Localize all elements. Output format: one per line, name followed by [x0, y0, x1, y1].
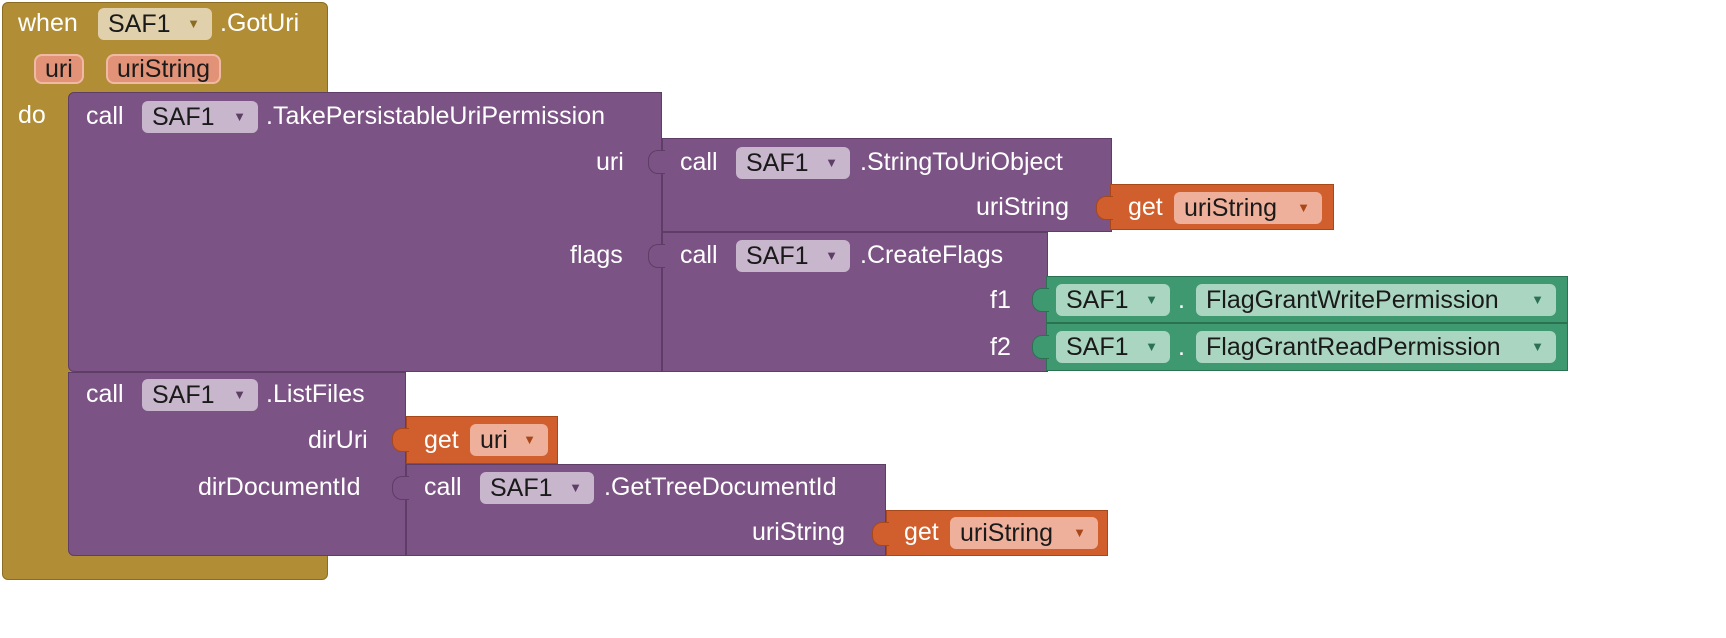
- call-label: call: [86, 102, 124, 130]
- call-label: call: [680, 241, 718, 269]
- variable-label: uri: [480, 426, 508, 454]
- component-label: SAF1: [1066, 333, 1129, 361]
- get-uristring-plug: [1096, 196, 1113, 220]
- uristring-socket-label: uriString: [752, 518, 846, 546]
- param-uristring[interactable]: uriString: [106, 54, 222, 84]
- component-label: SAF1: [152, 103, 215, 131]
- get-uri-plug: [392, 428, 409, 452]
- flag-label: FlagGrantWritePermission: [1206, 286, 1499, 314]
- chevron-down-icon: ▼: [569, 480, 582, 495]
- chevron-down-icon: ▼: [1297, 200, 1310, 215]
- f1-socket-label: f1: [990, 286, 1011, 314]
- get-uristring-dropdown[interactable]: uriString ▼: [1174, 192, 1322, 224]
- chevron-down-icon: ▼: [523, 432, 536, 447]
- component-label: SAF1: [746, 242, 809, 270]
- enum-plug: [1032, 288, 1049, 312]
- list-files-component-dropdown[interactable]: SAF1 ▼: [142, 379, 258, 411]
- method-name: .GetTreeDocumentId: [604, 473, 837, 501]
- f2-flag-dropdown[interactable]: FlagGrantReadPermission ▼: [1196, 331, 1556, 363]
- chevron-down-icon: ▼: [1073, 525, 1086, 540]
- component-label: SAF1: [152, 381, 215, 409]
- chevron-down-icon: ▼: [825, 248, 838, 263]
- chevron-down-icon: ▼: [825, 155, 838, 170]
- chevron-down-icon: ▼: [187, 16, 200, 31]
- component-label: SAF1: [1066, 286, 1129, 314]
- component-label: SAF1: [490, 474, 553, 502]
- dot-separator: .: [1178, 286, 1185, 314]
- when-label: when: [18, 9, 78, 37]
- do-label: do: [18, 101, 46, 129]
- chevron-down-icon: ▼: [1145, 292, 1158, 307]
- get-label: get: [424, 426, 459, 454]
- method-name: .StringToUriObject: [860, 148, 1063, 176]
- flags-socket-label: flags: [570, 241, 623, 269]
- take-permission-component-dropdown[interactable]: SAF1 ▼: [142, 101, 258, 133]
- variable-label: uriString: [1184, 194, 1278, 222]
- dot-separator: .: [1178, 333, 1185, 361]
- get-tree-plug: [392, 476, 409, 500]
- event-component-dropdown[interactable]: SAF1 ▼: [98, 8, 212, 40]
- get-uri-dropdown[interactable]: uri ▼: [470, 424, 548, 456]
- string-to-uri-plug: [648, 150, 665, 174]
- dir-document-id-socket-label: dirDocumentId: [198, 473, 361, 501]
- f1-component-dropdown[interactable]: SAF1 ▼: [1056, 284, 1170, 316]
- create-flags-component-dropdown[interactable]: SAF1 ▼: [736, 240, 850, 272]
- flag-label: FlagGrantReadPermission: [1206, 333, 1501, 361]
- call-label: call: [86, 380, 124, 408]
- create-flags-plug: [648, 244, 665, 268]
- get-label: get: [904, 518, 939, 546]
- component-label: SAF1: [746, 149, 809, 177]
- dir-uri-socket-label: dirUri: [308, 426, 368, 454]
- f2-component-dropdown[interactable]: SAF1 ▼: [1056, 331, 1170, 363]
- method-name: .CreateFlags: [860, 241, 1004, 269]
- event-name: .GotUri: [220, 9, 300, 37]
- chevron-down-icon: ▼: [1531, 339, 1544, 354]
- get-uristring-dropdown[interactable]: uriString ▼: [950, 517, 1098, 549]
- take-persistable-uri-permission-block[interactable]: [68, 92, 662, 372]
- chevron-down-icon: ▼: [1531, 292, 1544, 307]
- param-uri[interactable]: uri: [34, 54, 84, 84]
- get-tree-component-dropdown[interactable]: SAF1 ▼: [480, 472, 594, 504]
- call-label: call: [680, 148, 718, 176]
- event-component-label: SAF1: [108, 10, 171, 38]
- method-name: .TakePersistableUriPermission: [266, 102, 606, 130]
- get-label: get: [1128, 193, 1163, 221]
- uristring-socket-label: uriString: [976, 193, 1070, 221]
- enum-plug: [1032, 335, 1049, 359]
- chevron-down-icon: ▼: [233, 387, 246, 402]
- chevron-down-icon: ▼: [1145, 339, 1158, 354]
- string-to-uri-component-dropdown[interactable]: SAF1 ▼: [736, 147, 850, 179]
- f2-socket-label: f2: [990, 333, 1011, 361]
- method-name: .ListFiles: [266, 380, 365, 408]
- create-flags-block[interactable]: [662, 232, 1048, 372]
- chevron-down-icon: ▼: [233, 109, 246, 124]
- uri-socket-label: uri: [596, 148, 624, 176]
- variable-label: uriString: [960, 519, 1054, 547]
- get-uristring-plug: [872, 522, 889, 546]
- call-label: call: [424, 473, 462, 501]
- f1-flag-dropdown[interactable]: FlagGrantWritePermission ▼: [1196, 284, 1556, 316]
